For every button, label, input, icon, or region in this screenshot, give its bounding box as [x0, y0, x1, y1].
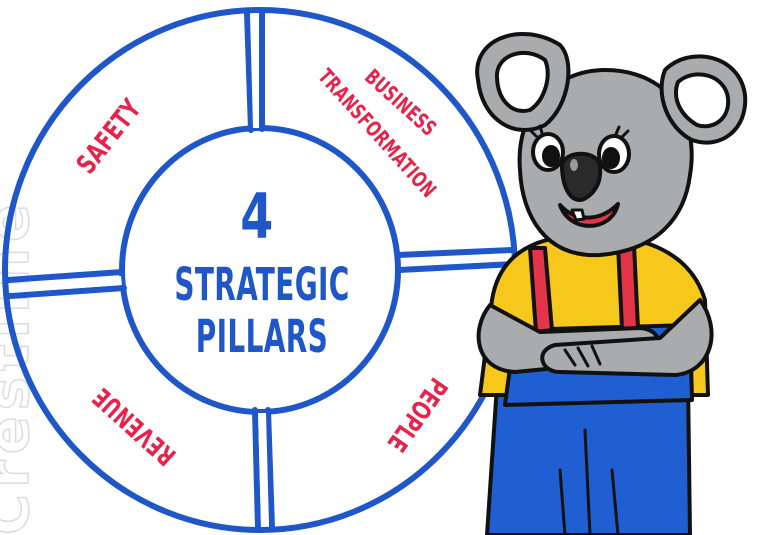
koala-mascot-illustration: [475, 32, 748, 535]
center-number: 4: [240, 181, 273, 253]
divider-top-a: [244, 9, 254, 133]
divider-gaps: [11, 14, 512, 526]
center-line-2: PILLARS: [196, 311, 328, 363]
segment-people: PEOPLE: [381, 372, 454, 458]
segment-revenue: REVENUE: [86, 381, 182, 471]
pillars-ring: [2, 7, 518, 533]
divider-bottom-b: [265, 407, 275, 531]
center-label: 4 STRATEGIC PILLARS: [174, 181, 349, 364]
divider-left-a: [5, 269, 125, 283]
koala-arm-front: [540, 298, 714, 377]
divider-bottom-a: [252, 407, 261, 531]
koala-nose: [560, 151, 603, 202]
center-line-1: STRATEGIC: [174, 259, 349, 311]
segment-safety: SAFETY: [70, 92, 148, 179]
koala-strap-right: [616, 243, 640, 331]
divider-right-a: [395, 247, 515, 258]
divider-right-b: [396, 261, 518, 273]
divider-left-b: [6, 285, 127, 299]
